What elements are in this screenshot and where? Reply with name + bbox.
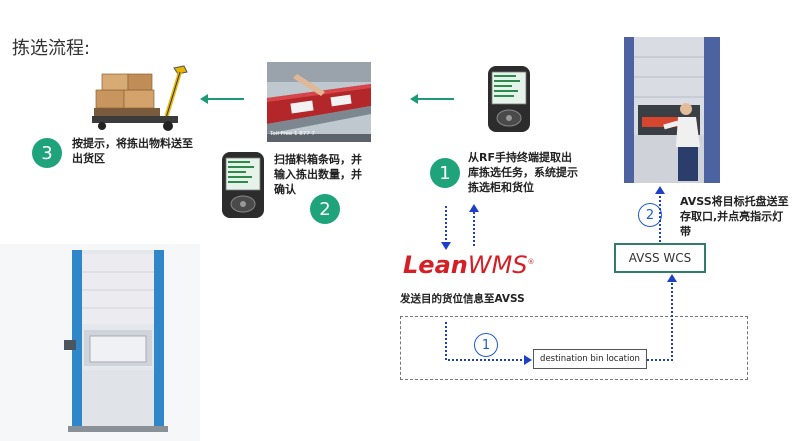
rf-handheld-icon: [222, 152, 264, 218]
arrow-down-head: [441, 242, 451, 250]
page-title: 拣选流程:: [12, 38, 91, 59]
avss-wcs-box: AVSS WCS: [614, 243, 706, 273]
destination-bin-box: destination bin location: [533, 349, 647, 369]
avss-step-2-text-line: AVSS将目标托盘送至: [680, 195, 789, 208]
step-1-text-line: 拣选柜和货位: [468, 181, 534, 194]
avss-step-2-text-line: 带: [680, 225, 691, 238]
step-2-text-line: 扫描料箱条码，并: [274, 153, 362, 166]
leanwms-logo: LeanWMS®: [403, 251, 535, 279]
dashed-frame: [400, 316, 748, 380]
wcs-up-head: [655, 186, 665, 194]
logo-wms-text: WMS: [467, 251, 528, 279]
logo-lean-text: Lean: [403, 251, 468, 279]
arrow-up-head: [469, 204, 479, 212]
avss-step-2-text: AVSS将目标托盘送至 存取口,并点亮指示灯 带: [680, 194, 789, 239]
logo-registered-mark: ®: [527, 258, 535, 266]
step-3-badge: 3: [32, 138, 62, 168]
pallet-jack-image: [92, 65, 188, 131]
step-1-text-line: 从RF手持终端提取出: [468, 151, 572, 164]
avss-step-2-badge: 2: [638, 203, 662, 227]
arrow-left-icon: [410, 94, 454, 104]
step-2-badge: 2: [310, 194, 340, 224]
to-wcs-path: [647, 280, 673, 361]
step-1-text: 从RF手持终端提取出 库拣选任务，系统提示 拣选柜和货位: [468, 150, 578, 195]
photo-caption: Toll Free 1 877 7: [270, 131, 316, 137]
avss-step-2-text-line: 存取口,并点亮指示灯: [680, 210, 784, 223]
to-wcs-head: [667, 274, 677, 282]
send-path: [445, 322, 526, 361]
send-step-1-badge: 1: [474, 333, 498, 357]
rf-handheld-icon: [488, 66, 530, 132]
step-1-text-line: 库拣选任务，系统提示: [468, 166, 578, 179]
vertical-storage-machine-image: [0, 244, 200, 441]
step-3-text-line: 出货区: [72, 152, 105, 165]
step-2-text-line: 输入拣出数量，并: [274, 168, 362, 181]
send-info-text: 发送目的货位信息至AVSS: [400, 293, 525, 305]
step-3-text: 按提示，将拣出物料送至 出货区: [72, 136, 193, 166]
step-2-text-line: 确认: [274, 183, 296, 196]
step-1-badge: 1: [430, 158, 460, 188]
arrow-left-icon: [200, 94, 244, 104]
avss-operator-photo: [624, 37, 720, 183]
step-3-text-line: 按提示，将拣出物料送至: [72, 137, 193, 150]
step-2-text: 扫描料箱条码，并 输入拣出数量，并 确认: [274, 152, 362, 197]
send-path-head: [524, 355, 532, 365]
bin-shelf-photo: Toll Free 1 877 7: [267, 62, 371, 142]
